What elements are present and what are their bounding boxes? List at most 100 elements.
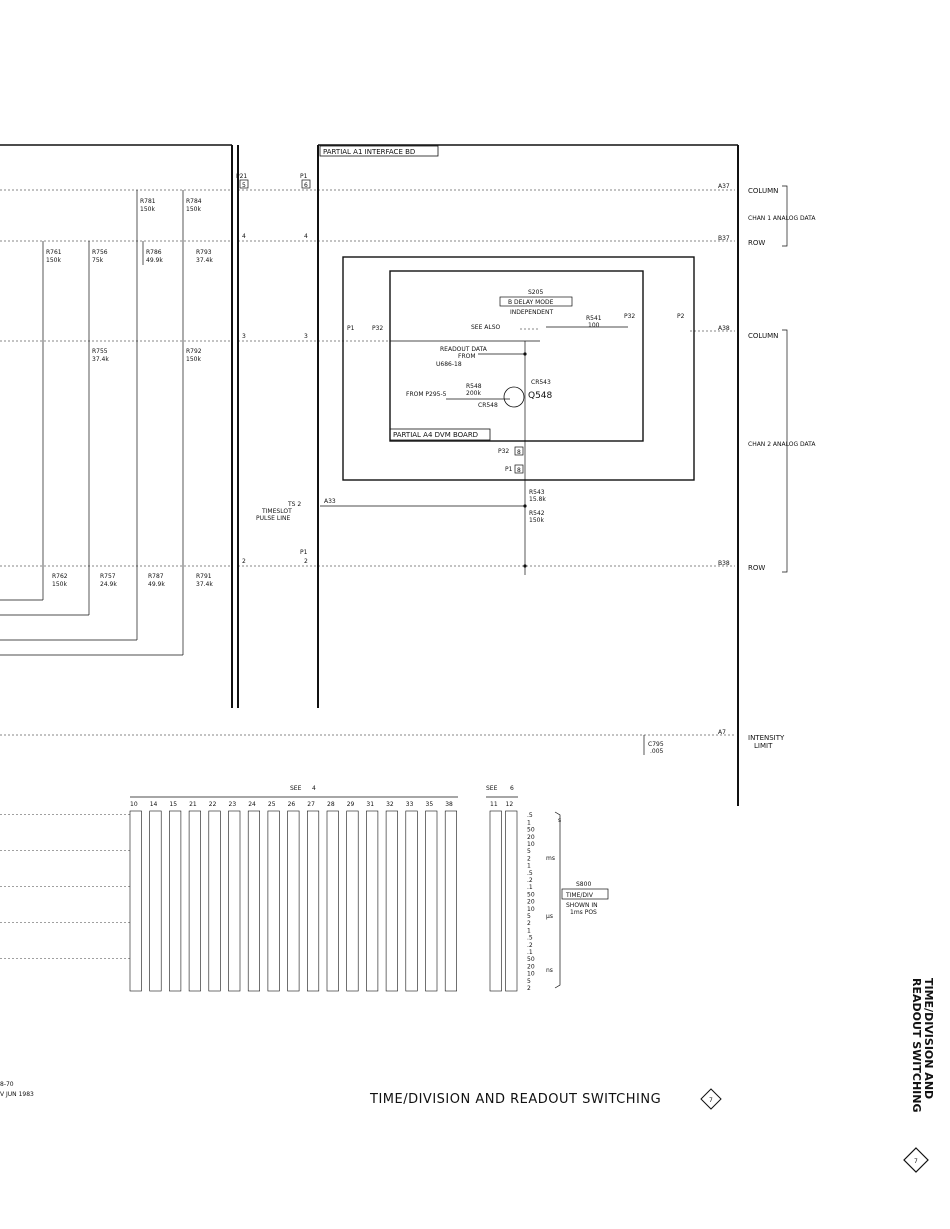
b37-label: B37 <box>718 235 730 242</box>
switch-column <box>326 810 339 992</box>
r762-label: R762 <box>52 573 68 580</box>
switch-column-header: 31 <box>366 801 374 808</box>
switch-column <box>405 810 418 992</box>
shown-in-label: SHOWN IN <box>566 902 598 909</box>
switch-row-value: .5 <box>527 870 533 877</box>
p1-label-top: P1 <box>300 173 308 180</box>
from-p295-label: FROM P295-5 <box>406 391 447 398</box>
switch-column <box>188 810 201 992</box>
switch-column <box>267 810 280 992</box>
readout-label-2: FROM <box>458 353 476 360</box>
p1-label-lower: P1 <box>505 466 513 473</box>
chan1-label: CHAN 1 ANALOG DATA <box>748 215 816 222</box>
r755-value: 37.4k <box>92 356 109 363</box>
intensity-label-1: INTENSITY <box>748 734 785 742</box>
switch-row-value: 20 <box>527 963 535 970</box>
r541-label: R541 <box>586 315 602 322</box>
see-label-b: SEE <box>486 785 498 792</box>
switch-row-value: .5 <box>527 935 533 942</box>
switch-column-header: 14 <box>150 801 158 808</box>
switch-column-header: 15 <box>169 801 177 808</box>
delay-mode-label: B DELAY MODE <box>508 299 554 306</box>
switch-column <box>505 810 518 992</box>
q548-symbol <box>503 386 525 408</box>
p21-pin-box <box>239 179 249 189</box>
switch-column-header: 25 <box>268 801 276 808</box>
r757-value: 24.9k <box>100 581 117 588</box>
r762-value: 150k <box>52 581 67 588</box>
units-s: s <box>558 817 561 824</box>
switch-column-header: 22 <box>209 801 217 808</box>
switch-column-header: 10 <box>130 801 138 808</box>
switch-column <box>346 810 359 992</box>
switch-row-value: 20 <box>527 899 535 906</box>
s205-label: S205 <box>528 289 543 296</box>
r793-label: R793 <box>196 249 212 256</box>
r791-value: 37.4k <box>196 581 213 588</box>
column-2-label: COLUMN <box>748 332 778 340</box>
p1-pin-3: 3 <box>304 333 308 340</box>
timeslot-junction <box>523 504 527 508</box>
chan2-brace <box>782 329 788 573</box>
interface-board-title: PARTIAL A1 INTERFACE BD <box>323 148 415 156</box>
switch-column-header: 12 <box>506 801 514 808</box>
timeslot-label-1: TS 2 <box>287 501 301 508</box>
switch-column-header: 35 <box>426 801 434 808</box>
p1-pin-2: 2 <box>304 558 308 565</box>
switch-column-header: 11 <box>490 801 498 808</box>
a37-label: A37 <box>718 183 730 190</box>
p1-pin-box-lower <box>514 464 524 474</box>
switch-row-value: 2 <box>527 985 531 992</box>
switch-row-value: 50 <box>527 956 535 963</box>
switch-row-value: .1 <box>527 884 533 891</box>
dvm-outer-box <box>342 256 695 481</box>
switch-row-value: 10 <box>527 906 535 913</box>
p1-pin-4: 4 <box>304 233 308 240</box>
p1-pin-6: 6 <box>304 182 308 189</box>
p1-label-dvm: P1 <box>347 325 355 332</box>
r757-label: R757 <box>100 573 116 580</box>
side-title-1: TIME/DIVISION AND <box>922 978 935 1099</box>
r784-value: 150k <box>186 206 201 213</box>
switch-column <box>247 810 260 992</box>
switch-row-value: 2 <box>527 855 531 862</box>
side-number-diamond <box>903 1147 929 1173</box>
side-title-group: TIME/DIVISION AND READOUT SWITCHING <box>910 978 935 1113</box>
switch-row-value: .2 <box>527 942 533 949</box>
switch-column <box>149 810 162 992</box>
column-1-label: COLUMN <box>748 187 778 195</box>
r543-label: R543 <box>529 489 545 496</box>
dvm-inner-box <box>389 270 644 442</box>
diagram-number-diamond <box>700 1088 722 1110</box>
chan2-label: CHAN 2 ANALOG DATA <box>748 441 816 448</box>
switch-column <box>444 810 458 992</box>
switch-row-value: 10 <box>527 971 535 978</box>
a7-label: A7 <box>718 729 726 736</box>
r792-label: R792 <box>186 348 202 355</box>
switch-row-value: 20 <box>527 834 535 841</box>
switch-column-header: 27 <box>307 801 315 808</box>
r792-value: 150k <box>186 356 201 363</box>
r542-value: 150k <box>529 517 544 524</box>
cr548-label: CR548 <box>478 402 498 409</box>
switch-row-value: 50 <box>527 827 535 834</box>
r541-value: 100 <box>588 322 600 329</box>
see-marker-a: 4 <box>312 785 316 792</box>
readout-label-3: U686-18 <box>436 361 462 368</box>
r761-label: R761 <box>46 249 62 256</box>
switch-column <box>228 810 241 992</box>
doc-number-1: 8-70 <box>0 1081 14 1088</box>
p1-label-row2: P1 <box>300 549 308 556</box>
p21-label: P21 <box>236 173 247 180</box>
switch-column-header: 21 <box>189 801 197 808</box>
switch-column <box>425 810 438 992</box>
switch-row-value: 1 <box>527 819 531 826</box>
r786-value: 49.9k <box>146 257 163 264</box>
timeslot-label-2: TIMESLOT <box>261 508 292 515</box>
row-1-label: ROW <box>748 239 765 247</box>
doc-number-2: V JUN 1983 <box>0 1091 34 1098</box>
r781-label: R781 <box>140 198 156 205</box>
units-us: µs <box>546 913 553 920</box>
switch-column <box>306 810 320 992</box>
